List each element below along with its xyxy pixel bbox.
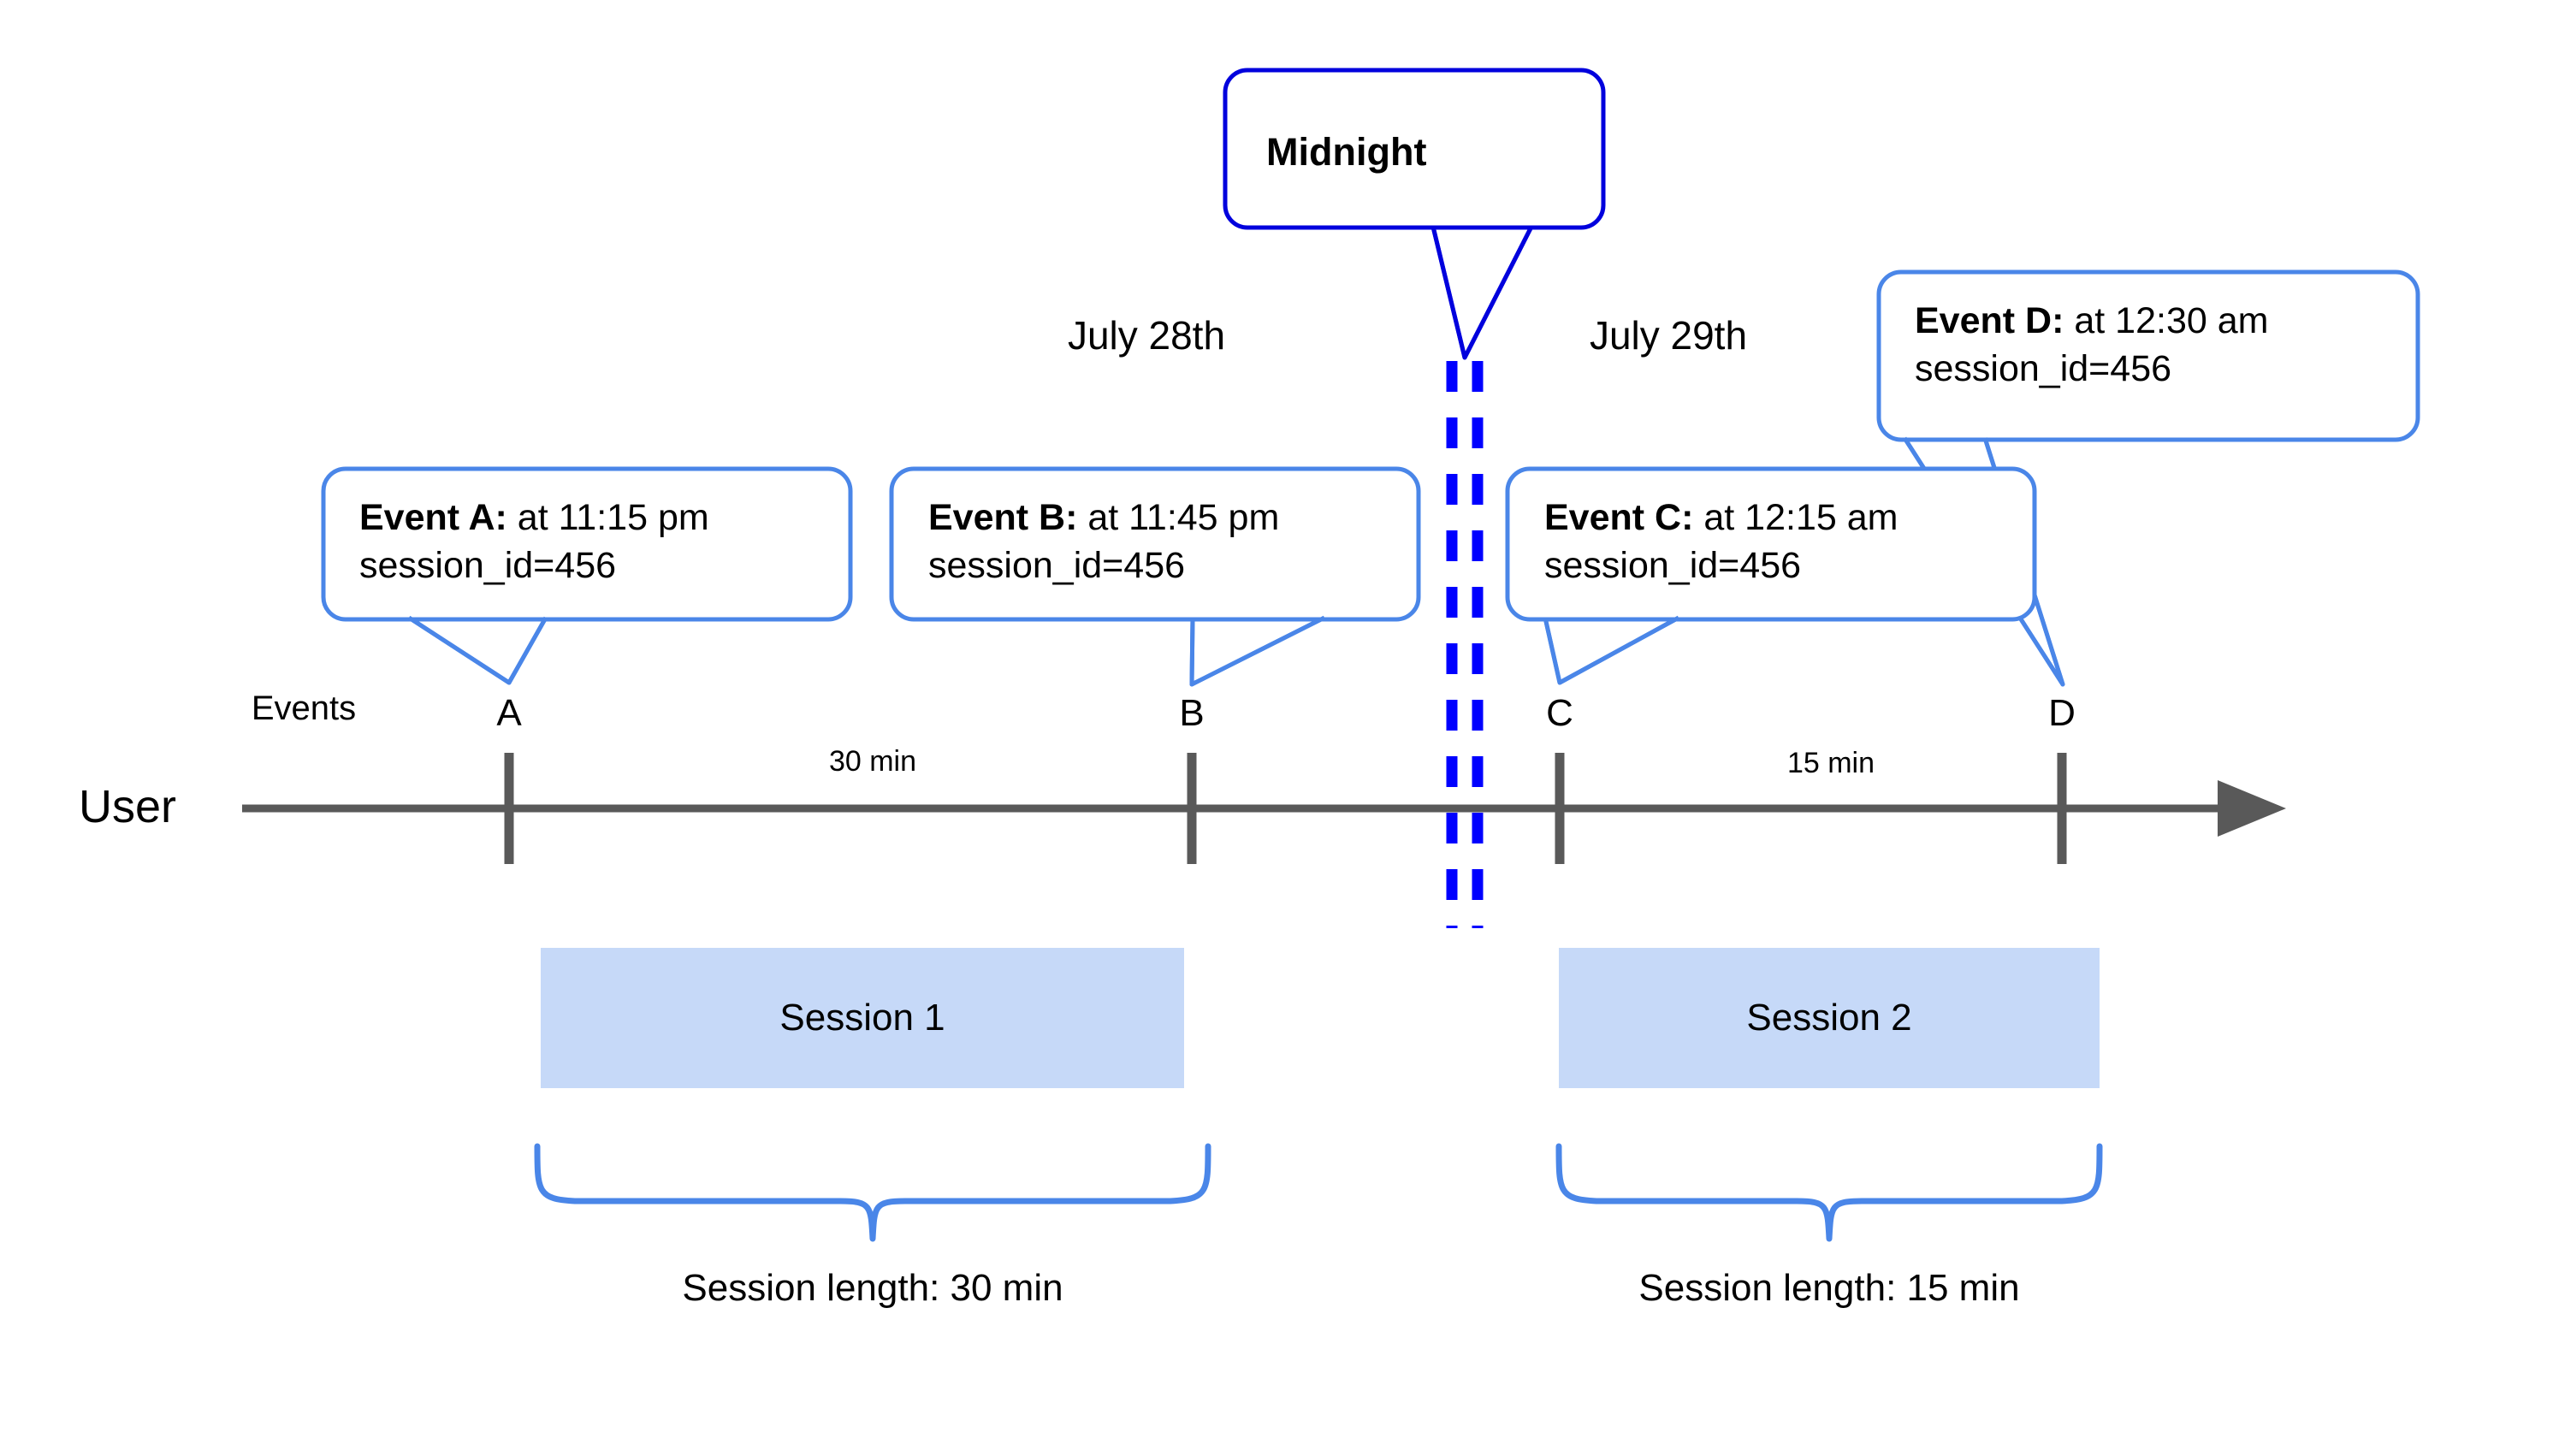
marker-label-B: B — [1179, 692, 1205, 734]
date-label-july-28: July 28th — [1067, 313, 1226, 358]
session-2-length-caption: Session length: 15 min — [1638, 1267, 2020, 1309]
callout-D-tail-outline — [1902, 436, 2065, 687]
session-bar-2-label: Session 2 — [1746, 997, 1912, 1039]
callout-D-tail — [1902, 435, 2065, 687]
session-bar-1[interactable]: Session 1 — [541, 948, 1184, 1088]
callout-A-tail-outline — [407, 615, 548, 685]
duration-label-cd: 15 min — [1786, 747, 1875, 779]
callout-D-line2: session_id=456 — [1915, 347, 2172, 389]
date-label-july-29: July 29th — [1589, 313, 1748, 358]
session-1-length-caption: Session length: 30 min — [682, 1267, 1063, 1309]
callout-B-tail — [1189, 615, 1327, 687]
callout-C-rest: at 12:15 am — [1693, 497, 1898, 538]
callout-A-tail — [406, 615, 548, 685]
row-label-user: User — [79, 781, 177, 832]
callout-B-bold: Event B: — [928, 497, 1078, 538]
callout-C-tail-outline — [1543, 615, 1680, 685]
marker-label-C: C — [1546, 692, 1573, 734]
session-2-brace — [1555, 1143, 2103, 1242]
duration-label-ab: 30 min — [828, 745, 917, 778]
callout-D-text: Event D: at 12:30 am session_id=456 — [1915, 298, 2268, 394]
callout-B-rest: at 11:45 pm — [1077, 497, 1280, 538]
callout-B-text: Event B: at 11:45 pm session_id=456 — [928, 494, 1279, 590]
callout-A-text: Event A: at 11:15 pm session_id=456 — [359, 494, 709, 590]
callout-C-line2: session_id=456 — [1544, 544, 1802, 586]
callout-D-bold: Event D: — [1915, 300, 2064, 341]
callout-C-text: Event C: at 12:15 am session_id=456 — [1544, 494, 1898, 590]
callout-A-rest: at 11:15 pm — [506, 497, 709, 538]
marker-label-A: A — [496, 692, 522, 734]
midnight-dashed-lines — [1446, 361, 1484, 928]
callout-A-line2: session_id=456 — [359, 544, 617, 586]
session-bar-2[interactable]: Session 2 — [1559, 948, 2100, 1088]
axis-arrowhead-icon — [2218, 780, 2286, 837]
midnight-callout-label: Midnight — [1266, 130, 1427, 174]
timeline-axis — [242, 753, 2286, 864]
session-1-brace — [534, 1143, 1211, 1242]
callout-C-bold: Event C: — [1544, 497, 1694, 538]
marker-label-D: D — [2048, 692, 2076, 734]
callout-D-rest: at 12:30 am — [2064, 300, 2269, 341]
callout-A-bold: Event A: — [359, 497, 507, 538]
row-label-events: Events — [251, 690, 357, 727]
callout-C-tail — [1543, 615, 1681, 685]
callout-B-line2: session_id=456 — [928, 544, 1186, 586]
session-bar-1-label: Session 1 — [779, 997, 945, 1039]
callout-B-tail-outline — [1189, 615, 1326, 687]
